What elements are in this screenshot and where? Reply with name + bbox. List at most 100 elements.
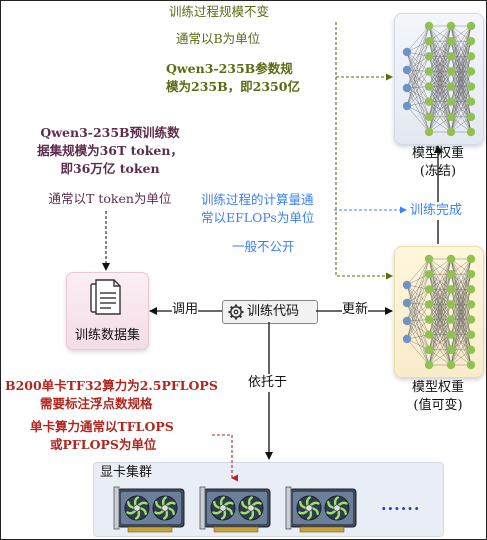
nn-edge <box>428 101 452 133</box>
document-icon <box>90 279 121 315</box>
nn-edge <box>406 25 430 71</box>
nn-node <box>446 315 456 324</box>
neural-network-icon <box>402 21 476 137</box>
nn-edge <box>406 274 430 322</box>
nn-node <box>466 21 476 31</box>
trainable-model-subtitle: (值可变) <box>413 398 463 413</box>
nn-node <box>424 36 434 46</box>
nn-node <box>446 52 456 61</box>
nn-edge <box>428 258 452 290</box>
nn-edge <box>428 289 452 366</box>
nn-edge <box>406 338 430 366</box>
nn-edge <box>406 51 430 87</box>
nn-edge <box>428 25 452 72</box>
nn-edge <box>406 302 430 335</box>
freeze-to-trainable-arrow <box>335 22 393 280</box>
nn-edge <box>406 56 430 89</box>
nn-edge <box>450 101 472 133</box>
nn-node <box>466 345 476 355</box>
nn-edge <box>406 258 430 304</box>
nn-node <box>424 315 434 324</box>
nn-edge <box>450 258 472 320</box>
dataset-node: 训练数据集 <box>66 272 149 350</box>
nn-node <box>446 36 456 46</box>
depends-label: 依托于 <box>248 374 288 392</box>
nn-node <box>466 52 476 61</box>
nn-edge <box>406 274 430 340</box>
nn-edge <box>428 86 452 133</box>
params-annotation-line2: 模为235B，即2350亿 <box>166 79 300 94</box>
nn-node <box>466 360 476 370</box>
nn-node <box>466 330 476 339</box>
nn-node <box>424 127 434 137</box>
nn-edge <box>406 71 430 89</box>
nn-edge <box>428 258 452 335</box>
nn-node <box>424 285 434 294</box>
nn-node <box>402 298 412 308</box>
gpu-card-icon <box>199 486 271 533</box>
nn-edge <box>428 56 452 133</box>
nn-edge <box>450 334 472 366</box>
nn-edge <box>428 25 452 133</box>
nn-edge <box>428 25 452 42</box>
nn-edge <box>406 289 430 340</box>
neural-network-icon <box>402 254 476 370</box>
nn-node <box>424 300 434 309</box>
nn-edge <box>450 304 472 366</box>
nn-edge <box>406 304 430 340</box>
nn-node <box>446 254 456 264</box>
nn-edge <box>406 69 430 87</box>
nn-edge <box>428 25 452 57</box>
nn-edge <box>406 69 430 102</box>
nn-node <box>466 67 476 76</box>
nn-edge <box>406 41 430 89</box>
compute-annotation-line2: 常以EFLOPs为单位 <box>201 210 315 225</box>
nn-edge <box>450 71 472 133</box>
nn-node <box>424 52 434 61</box>
nn-node <box>446 269 456 279</box>
nn-node <box>466 285 476 294</box>
nn-node <box>466 97 476 106</box>
nn-node <box>466 300 476 309</box>
data-annotation-line1: Qwen3-235B预训练数 <box>40 125 180 140</box>
nn-edge <box>406 274 430 304</box>
nn-node <box>402 65 412 75</box>
gpu-annotation-line4: 或PFLOPS为单位 <box>50 437 157 452</box>
nn-edge <box>450 25 472 72</box>
nn-edge <box>406 258 430 322</box>
nn-edge <box>450 258 472 290</box>
nn-edge <box>450 258 472 305</box>
nn-edge <box>406 302 430 320</box>
nn-edge <box>428 25 452 87</box>
nn-edge <box>428 258 452 275</box>
compute-note: 一般不公开 <box>232 239 295 254</box>
gpu-cluster-node: 显卡集群 ...... <box>93 462 444 537</box>
gpu-annotation-line3: 单卡算力通常以TFLOPS <box>30 419 174 434</box>
nn-edge <box>406 289 430 322</box>
nn-edge <box>450 86 472 133</box>
nn-edge <box>406 51 430 102</box>
nn-edge <box>406 25 430 89</box>
gpu-card-icon <box>285 486 357 533</box>
training-code-label: 训练代码 <box>247 304 300 319</box>
nn-edge <box>450 25 472 87</box>
nn-edge <box>406 320 430 335</box>
gpu-annotation-line1: B200单卡TF32算力为2.5PFLOPS <box>5 378 218 393</box>
frozen-model-subtitle: (冻结) <box>419 164 457 179</box>
nn-node <box>446 67 456 76</box>
nn-node <box>402 83 412 93</box>
gpu-annotation-arrow <box>212 434 238 482</box>
nn-node <box>446 112 456 122</box>
nn-node <box>424 269 434 279</box>
frozen-model-box <box>394 13 484 145</box>
data-annotation-line3: 即36万亿 token <box>60 161 160 176</box>
gear-icon <box>228 304 244 320</box>
params-annotation-line1: Qwen3-235B参数规 <box>166 61 293 76</box>
frozen-model-title: 模型权重 <box>411 146 464 161</box>
nn-node <box>402 334 412 344</box>
nn-edge <box>406 304 430 322</box>
nn-edge <box>450 319 472 366</box>
nn-node <box>466 315 476 324</box>
nn-edge <box>428 71 452 133</box>
trainable-model-title: 模型权重 <box>411 380 464 395</box>
